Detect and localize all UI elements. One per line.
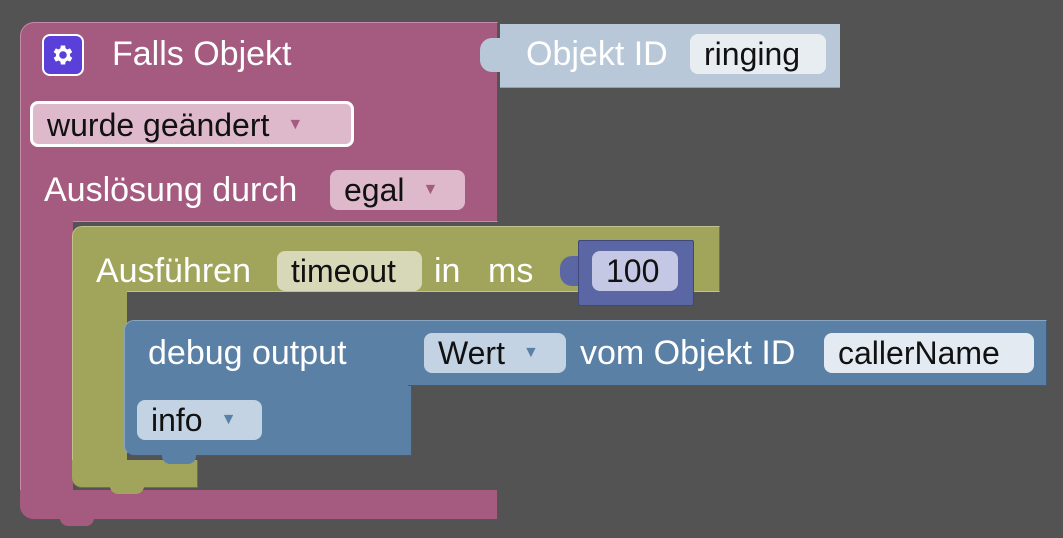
dropdown-arrow-icon: ▼: [522, 343, 539, 361]
debug-output-next-notch: [162, 452, 196, 464]
trigger-block-next-notch: [60, 516, 94, 526]
object-id-field[interactable]: ringing: [690, 34, 826, 74]
timeout-name-field[interactable]: timeout: [277, 251, 422, 291]
debug-level-dropdown[interactable]: info ▼: [137, 400, 262, 440]
number-block-plug: [560, 256, 582, 286]
timeout-unit-label: ms: [488, 252, 534, 290]
dropdown-arrow-icon: ▼: [220, 410, 237, 428]
from-object-label: vom Objekt ID: [580, 334, 796, 372]
dropdown-arrow-icon: ▼: [287, 115, 304, 133]
timeout-block-next-notch: [110, 484, 144, 494]
caller-object-field[interactable]: callerName: [824, 333, 1034, 373]
object-id-plug: [480, 38, 502, 72]
trigger-title: Falls Objekt: [112, 35, 292, 73]
timeout-value-field[interactable]: 100: [592, 251, 678, 291]
timeout-block-arm[interactable]: [72, 290, 127, 470]
timeout-in-label: in: [434, 252, 461, 290]
trigger-by-dropdown[interactable]: egal ▼: [330, 170, 465, 210]
trigger-block-arm[interactable]: [20, 220, 73, 500]
gear-icon: [53, 45, 73, 65]
timeout-block-bottom[interactable]: [72, 460, 198, 488]
debug-output-label: debug output: [148, 334, 347, 372]
dropdown-arrow-icon: ▼: [422, 180, 439, 198]
trigger-by-label: Auslösung durch: [44, 171, 298, 209]
event-dropdown[interactable]: wurde geändert ▼: [30, 101, 354, 147]
trigger-block-bottom[interactable]: [20, 490, 498, 520]
mutator-gear-button[interactable]: [42, 34, 84, 76]
timeout-prefix-label: Ausführen: [96, 252, 251, 290]
trigger-by-value: egal: [344, 172, 405, 208]
event-dropdown-value: wurde geändert: [47, 107, 270, 143]
debug-level-value: info: [151, 402, 203, 438]
value-type-dropdown[interactable]: Wert ▼: [424, 333, 566, 373]
value-type-value: Wert: [438, 335, 505, 371]
object-id-label: Objekt ID: [526, 35, 668, 73]
